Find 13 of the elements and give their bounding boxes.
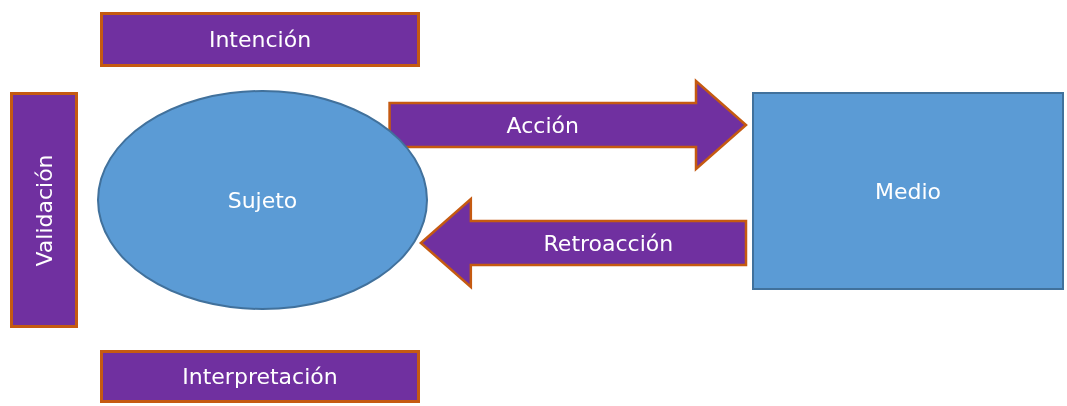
edge-label: Retroacción [542, 229, 675, 258]
block-arrow [418, 196, 748, 290]
node-text: Interpretación [182, 364, 338, 389]
node-text: Validación [31, 153, 57, 267]
label-box [10, 92, 78, 328]
node-text: Medio [874, 178, 942, 204]
edge-label: Acción [505, 111, 580, 140]
label-box [100, 12, 420, 67]
label-box [100, 350, 420, 403]
node-text: Sujeto [227, 187, 298, 213]
process-box [752, 92, 1064, 290]
block-arrow [388, 78, 748, 172]
node-text: Intención [208, 27, 312, 52]
